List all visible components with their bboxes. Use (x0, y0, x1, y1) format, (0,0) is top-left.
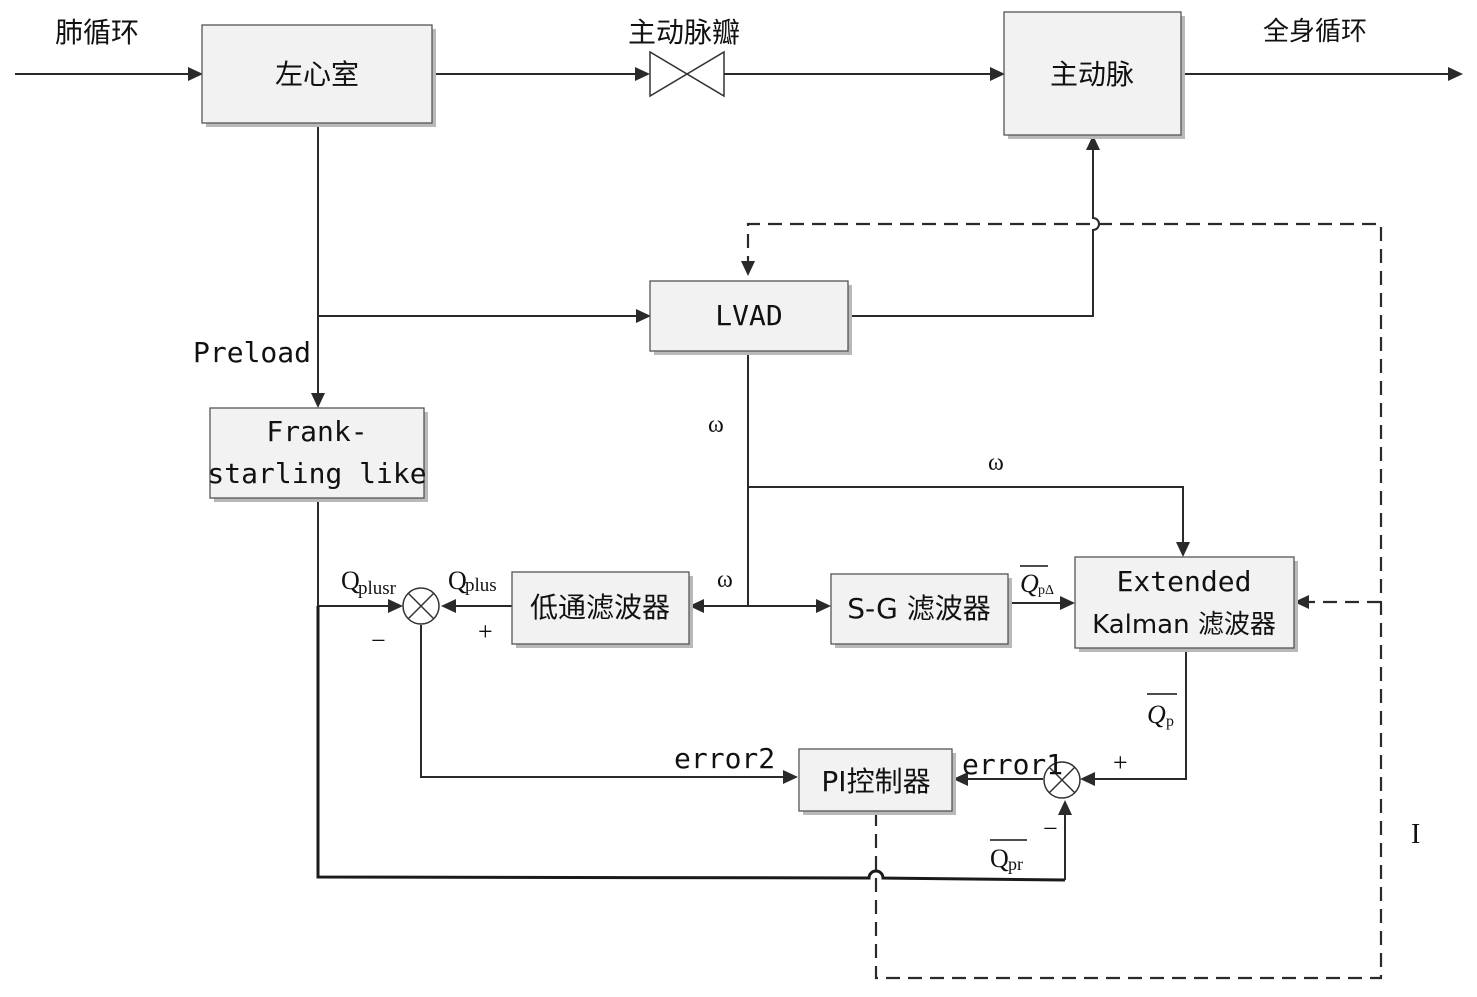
current-i-label: I (1411, 819, 1420, 850)
lvad-block: LVAD (649, 280, 852, 355)
sg-to-ekf-line (1008, 596, 1075, 610)
aorta-output-line (1181, 67, 1463, 81)
low-pass-filter-block: 低通滤波器 (511, 571, 693, 648)
q-plusr-sub: plusr (358, 578, 397, 599)
qpr-reference-line (316, 606, 1072, 882)
preload-label: Preload (193, 336, 311, 369)
error2-label: error2 (674, 742, 775, 775)
error2-line (420, 625, 798, 784)
q-plus-label: Q plus (448, 566, 497, 596)
q-p-label: Q p (1147, 693, 1177, 730)
sg-filter-block: S-G 滤波器 (830, 573, 1012, 648)
q-pr-sub: pr (1008, 854, 1023, 874)
left-ventricle-label: 左心室 (275, 58, 359, 91)
ekf-label-line1: Extended (1117, 565, 1252, 598)
minus-sign-right: − (1043, 814, 1058, 843)
dashed-current-loop (741, 222, 1383, 980)
aorta-label: 主动脉 (1050, 58, 1134, 91)
q-plus-sub: plus (465, 575, 497, 596)
lvad-to-aorta-line (848, 135, 1100, 317)
aorta-block: 主动脉 (1003, 11, 1185, 139)
systemic-circulation-label: 全身循环 (1263, 17, 1367, 47)
sg-filter-label: S-G 滤波器 (847, 592, 991, 625)
lvad-label: LVAD (715, 299, 782, 332)
pi-controller-block: PI控制器 (798, 748, 956, 815)
lv-to-valve-line (432, 67, 650, 81)
right-summing-junction (1043, 761, 1081, 799)
error1-line (953, 772, 1043, 786)
q-plusr-main: Q (341, 566, 360, 595)
pulmonary-circulation-label: 肺循环 (55, 16, 139, 49)
omega-to-sg-line (748, 599, 831, 613)
plus-sign-left: + (478, 617, 493, 646)
omega-label-branch: ω (717, 567, 733, 593)
omega-to-ekf-line (748, 486, 1190, 557)
lv-down-line (311, 124, 325, 408)
q-p-sub: p (1166, 713, 1174, 730)
pulmonary-input-line (15, 67, 203, 81)
preload-to-lvad-line (318, 309, 651, 323)
omega-label-ekf: ω (988, 450, 1004, 476)
left-ventricle-block: 左心室 (201, 24, 436, 127)
frank-starling-label-line1: Frank- (266, 415, 367, 448)
low-pass-filter-label: 低通滤波器 (530, 591, 670, 624)
pi-controller-label: PI控制器 (821, 765, 930, 798)
frank-starling-block: Frank- starling like (207, 407, 428, 502)
ekf-block: Extended Kalman 滤波器 (1074, 556, 1298, 652)
frank-starling-label-line2: starling like (207, 457, 426, 490)
q-plus-main: Q (448, 566, 467, 595)
plus-sign-right: + (1113, 748, 1128, 777)
aortic-valve-symbol (649, 50, 725, 98)
ekf-to-sum-line (1080, 648, 1187, 786)
ekf-label-line2: Kalman 滤波器 (1092, 610, 1276, 640)
q-p-delta-main: Q (1020, 569, 1039, 598)
minus-sign-left: − (371, 626, 386, 655)
q-p-delta-sub: pΔ (1038, 583, 1054, 598)
lowpass-to-sum-line (441, 599, 512, 613)
q-p-main: Q (1147, 700, 1166, 729)
q-pr-label: Q pr (990, 839, 1027, 874)
q-plusr-label: Q plusr (341, 566, 397, 599)
q-p-delta-label: Q pΔ (1020, 565, 1054, 598)
valve-to-aorta-line (724, 67, 1005, 81)
error1-label: error1 (962, 748, 1063, 781)
omega-label-trunk: ω (708, 412, 724, 438)
left-summing-junction (402, 587, 440, 625)
omega-to-lowpass-line (689, 599, 748, 613)
aortic-valve-label: 主动脉瓣 (628, 16, 740, 49)
q-pr-main: Q (990, 844, 1009, 873)
